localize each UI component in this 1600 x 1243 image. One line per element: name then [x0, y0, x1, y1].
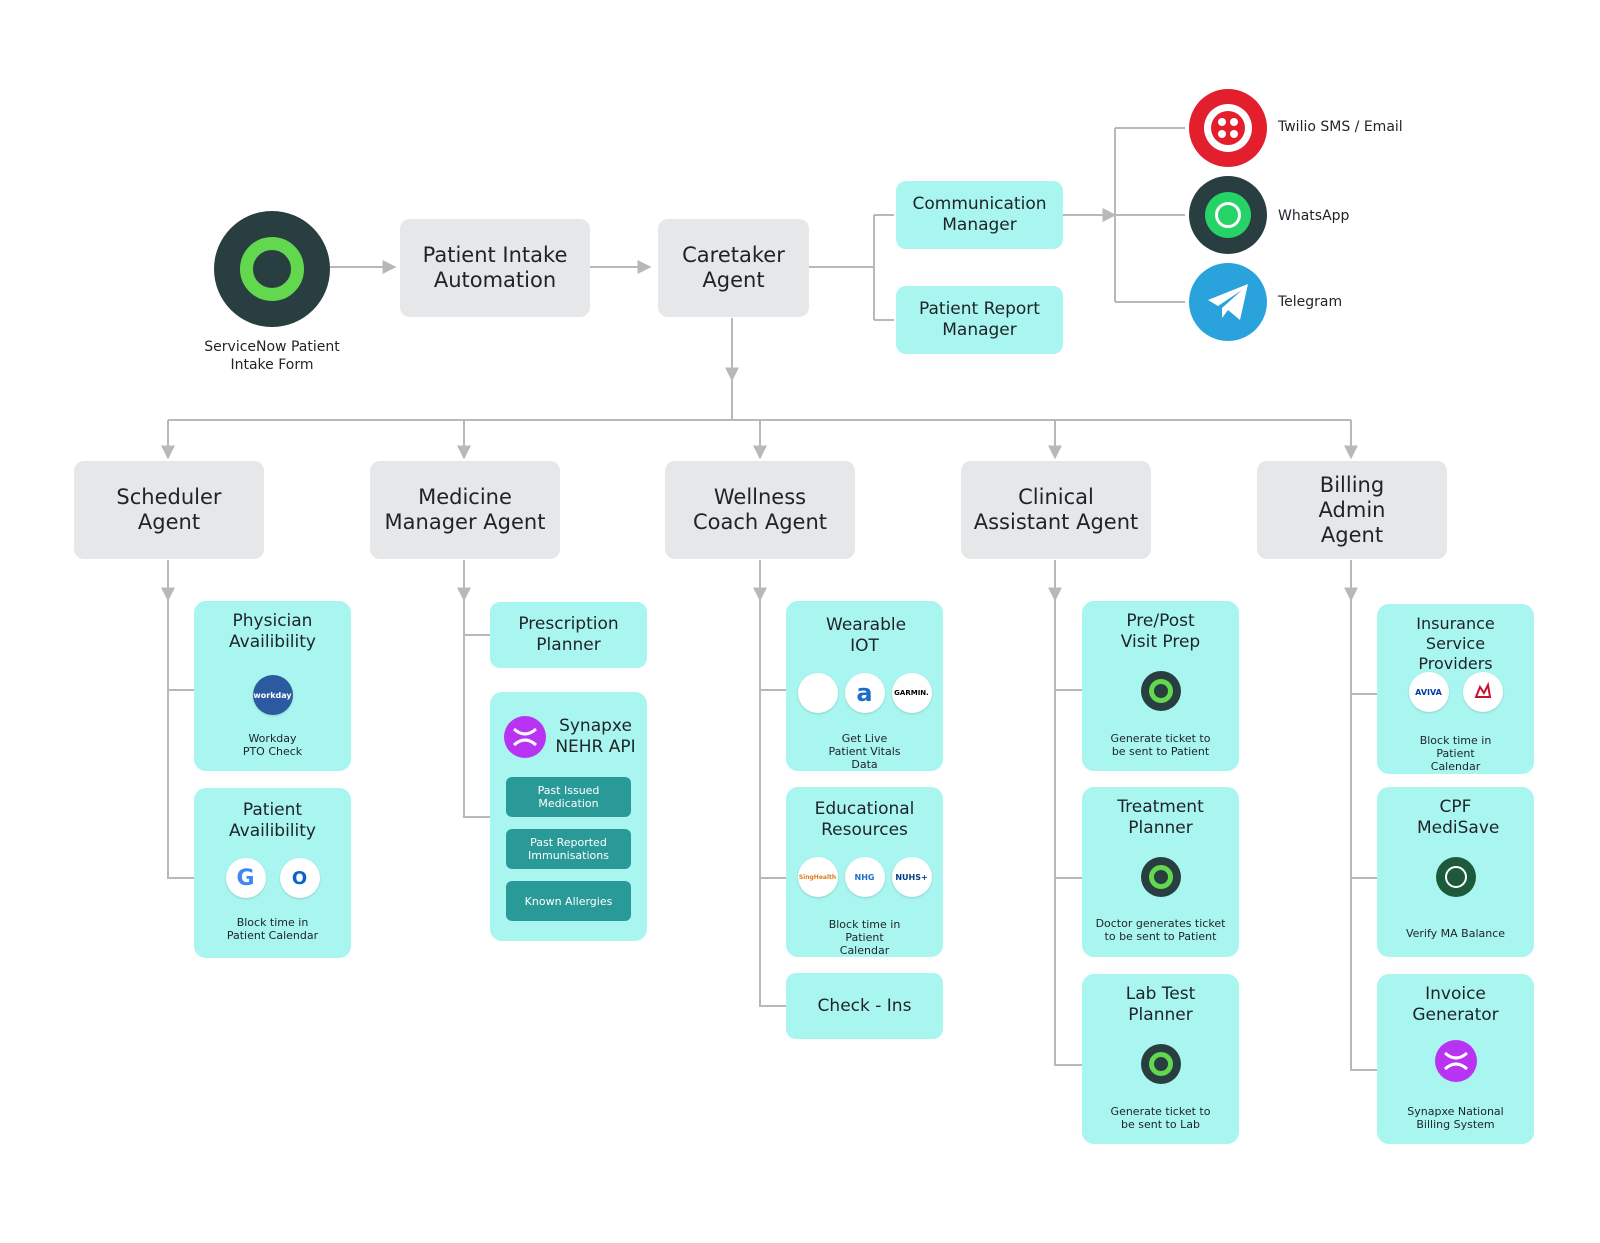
servicenow-icon: [1140, 671, 1181, 711]
nuhs-logo: NUHS+: [891, 857, 932, 897]
insurance-service-providers-card: Insurance Service Providers AVIVA Block …: [1377, 604, 1534, 774]
educational-resources-card: Educational Resources SingHealth NHG NUH…: [786, 787, 943, 957]
synapxe-logo: [1434, 1040, 1477, 1082]
insurer-logo: [1462, 672, 1503, 712]
synapxe-logo: [504, 716, 546, 758]
nehr-item: Known Allergies: [506, 881, 631, 921]
telegram-icon: [1189, 263, 1267, 341]
card-title: Insurance Service Providers: [1416, 614, 1495, 673]
check-ins-node: Check - Ins: [786, 973, 943, 1039]
servicenow-ring-icon: [240, 237, 304, 301]
nehr-item: Past Issued Medication: [506, 777, 631, 817]
card-title: Synapxe NEHR API: [555, 716, 636, 757]
nehr-item: Past Reported Immunisations: [506, 829, 631, 869]
treatment-planner-card: Treatment Planner Doctor generates ticke…: [1082, 787, 1239, 957]
scheduler-agent-node: Scheduler Agent: [74, 461, 264, 559]
billing-admin-agent-node: Billing Admin Agent: [1257, 461, 1447, 559]
card-title: Patient Availibility: [229, 800, 316, 841]
patient-availability-card: Patient Availibility G O Block time in P…: [194, 788, 351, 958]
communication-manager-node: Communication Manager: [896, 181, 1063, 249]
card-caption: Generate ticket to be sent to Patient: [1110, 732, 1211, 758]
invoice-generator-card: Invoice Generator Synapxe National Billi…: [1377, 974, 1534, 1144]
patient-intake-automation-node: Patient Intake Automation: [400, 219, 590, 317]
twilio-icon: [1189, 89, 1267, 167]
patient-report-manager-node: Patient Report Manager: [896, 286, 1063, 354]
card-title: Pre/Post Visit Prep: [1120, 611, 1201, 652]
google-calendar-logo: G: [225, 858, 266, 898]
card-title: Physician Availibility: [229, 611, 316, 652]
servicenow-logo: [214, 211, 330, 327]
servicenow-icon: [1140, 1044, 1181, 1084]
physician-availability-card: Physician Availibility workday Workday P…: [194, 601, 351, 771]
lab-test-planner-card: Lab Test Planner Generate ticket to be s…: [1082, 974, 1239, 1144]
nhg-logo: NHG: [844, 857, 885, 897]
outlook-logo: O: [279, 858, 320, 898]
channel-telegram-label: Telegram: [1278, 294, 1343, 310]
garmin-logo: GARMIN.: [891, 673, 932, 713]
cpf-board-logo: [1435, 857, 1476, 897]
card-caption: Get Live Patient Vitals Data: [828, 732, 901, 771]
insurer-emblem-icon: [1474, 681, 1491, 698]
servicenow-icon: [1140, 857, 1181, 897]
card-caption: Block time in Patient Calendar: [226, 916, 319, 942]
workday-logo: workday: [252, 675, 293, 715]
cpf-medisave-card: CPF MediSave Verify MA Balance: [1377, 787, 1534, 957]
prescription-planner-node: Prescription Planner: [490, 602, 647, 668]
medicine-manager-agent-node: Medicine Manager Agent: [370, 461, 560, 559]
card-caption: Block time in Patient Calendar: [1419, 734, 1492, 773]
wearable-iot-card: Wearable IOT a GARMIN. Get Live Patient …: [786, 601, 943, 771]
card-title: Educational Resources: [814, 799, 915, 840]
card-title: Lab Test Planner: [1125, 984, 1196, 1025]
synapxe-x-icon: [1443, 1051, 1468, 1071]
card-caption: Block time in Patient Calendar: [828, 918, 901, 957]
singhealth-logo: SingHealth: [797, 857, 838, 897]
apple-logo: [797, 673, 838, 713]
card-caption: Synapxe National Billing System: [1407, 1105, 1504, 1131]
card-title: Treatment Planner: [1117, 797, 1204, 838]
abbott-logo: a: [844, 673, 885, 713]
caretaker-agent-node: Caretaker Agent: [658, 219, 809, 317]
card-caption: Generate ticket to be sent to Lab: [1110, 1105, 1211, 1131]
card-caption: Verify MA Balance: [1405, 927, 1506, 940]
card-title: Wearable IOT: [826, 615, 907, 656]
whatsapp-icon: [1189, 176, 1267, 254]
aviva-logo: AVIVA: [1408, 672, 1449, 712]
channel-whatsapp-label: WhatsApp: [1278, 208, 1350, 224]
paper-plane-icon: [1208, 284, 1248, 320]
wellness-coach-agent-node: Wellness Coach Agent: [665, 461, 855, 559]
channel-twilio-label: Twilio SMS / Email: [1278, 119, 1403, 135]
card-title: CPF MediSave: [1417, 797, 1500, 838]
pre-post-visit-prep-card: Pre/Post Visit Prep Generate ticket to b…: [1082, 601, 1239, 771]
card-caption: Doctor generates ticket to be sent to Pa…: [1095, 917, 1226, 943]
card-caption: Workday PTO Check: [242, 732, 303, 758]
synapxe-nehr-card: Synapxe NEHR API Past Issued Medication …: [490, 692, 647, 941]
card-title: Invoice Generator: [1412, 984, 1499, 1025]
clinical-assistant-agent-node: Clinical Assistant Agent: [961, 461, 1151, 559]
synapxe-x-icon: [512, 727, 538, 747]
servicenow-intake-label: ServiceNow Patient Intake Form: [204, 339, 340, 373]
